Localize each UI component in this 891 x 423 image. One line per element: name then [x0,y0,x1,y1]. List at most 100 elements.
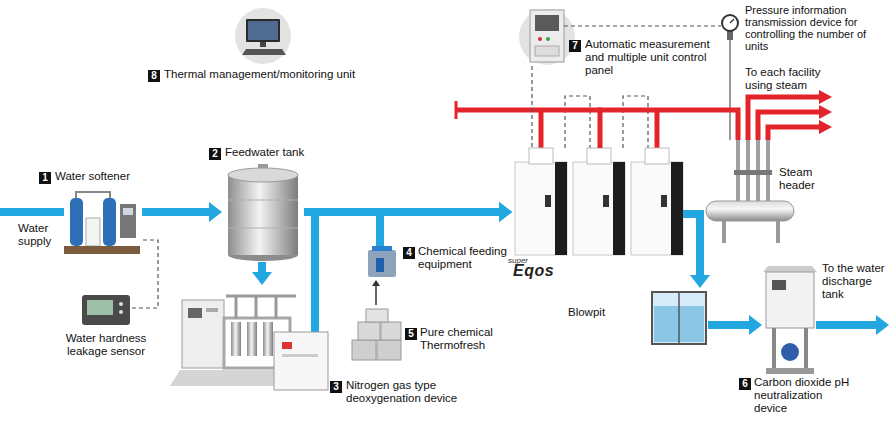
arrow-head [372,280,380,286]
flow-connector [683,214,710,288]
sensor-illustration-part [87,300,113,315]
component-label: Chemical feeding equipment [418,245,510,271]
steam-pipe-part [819,120,832,134]
neutralization-device: 6Carbon dioxide pH neutralization device [762,268,818,374]
feedwater-tank-illustration [228,164,298,261]
steam-header-illustration-part [734,170,772,175]
deoxygenation-illustration-part [263,322,273,356]
monitor-illustration [235,8,291,64]
boiler-illustration-part [529,148,553,164]
arrow-head [252,272,272,285]
callout-number: 3 [330,381,342,393]
flow-connector [142,202,222,222]
steam-pipe-part [455,101,458,119]
chemical-feeder-illustration [368,246,396,277]
connector-line [600,110,738,148]
component-label: Water hardness leakage sensor [58,332,154,358]
deoxygenation-illustration-part [282,342,292,349]
chemical-boxes-illustration-part [377,340,401,360]
boiler-illustration-part [613,162,625,255]
feedwater-tank-illustration-part [228,200,298,201]
feedwater-tank: 2Feedwater tank [222,162,304,262]
control-panel-illustration-part [535,15,559,31]
pressure-gauge-part [730,19,734,23]
callout-number: 5 [405,328,417,340]
pressure-gauge-part [722,15,738,31]
chemical-boxes-illustration-part [352,340,376,360]
feedwater-tank-illustration-part [228,168,298,182]
component-label: Blowpit [568,306,628,319]
component-label: Water softener [55,170,155,183]
callout-number: 1 [39,172,51,184]
water-softener-illustration-part [70,198,83,246]
deoxygenation-illustration-part [247,322,257,356]
flow-connector [372,280,380,305]
neutralization-illustration-part [781,343,799,361]
connector-line [708,321,753,329]
steam-pipe-part [819,105,832,119]
deoxygenation-illustration-part [206,308,218,312]
component-label: Automatic measurement and multiple unit … [585,38,730,77]
water-softener-illustration-part [123,208,133,215]
neutralization-illustration [763,266,817,374]
boiler-illustration-part [515,162,567,255]
steam-header-illustration-part [722,221,726,243]
boiler-illustration-part [661,195,667,207]
arrow-head [749,315,762,335]
steam-pipe-part [758,112,820,140]
deoxygenation-illustration-part [226,296,296,318]
steam-header-illustration-part [776,221,780,243]
deoxygenation-illustration-part [231,322,241,356]
pressure-gauge-part [727,31,733,40]
outlet-label: To each facility using steam [745,66,837,92]
component-label: Nitrogen gas type deoxygenation device [346,379,474,405]
callout-number: 4 [403,247,415,259]
signal-line-part [623,96,648,148]
outlet-label: To the water discharge tank [822,262,888,301]
steam-pipe-part [455,108,602,113]
callout-number: 2 [209,148,221,160]
monitor-illustration-part [246,19,280,42]
control-panel-illustration [519,9,575,65]
flow-connector [132,240,158,308]
chemical-boxes-illustration-part [366,309,388,322]
monitor-illustration-part [248,21,278,40]
control-panel: 7Automatic measurement and multiple unit… [527,8,567,66]
connector-line [375,284,377,305]
monitor-illustration-part [260,42,266,47]
boiler-illustration-part [631,162,683,255]
water-pipe-part [816,321,878,329]
flow-connector [380,202,512,246]
connector-line [531,66,532,148]
monitoring-unit: 8Thermal management/monitoring unit [235,8,291,58]
deoxygenation-illustration-part [188,308,202,318]
arrow-head [690,275,710,288]
control-panel-illustration-part [546,37,550,41]
boiler-illustration [515,148,683,255]
neutralization-illustration-part [763,266,817,272]
inlet-label: Water supply [18,222,68,248]
water-softener-illustration-part [103,198,116,246]
steam-header-illustration-part [706,201,794,221]
sensor-illustration [82,295,130,325]
component-label: Thermal management/monitoring unit [164,68,384,81]
deoxygenation-illustration-part [282,354,318,357]
boiler-illustration-part [555,162,567,255]
neutralization-illustration-part [766,368,814,374]
signal-line-part [564,25,721,26]
hardness-sensor: Water hardness leakage sensor [80,292,132,326]
connector-line [142,208,213,216]
flow-connector [315,202,512,285]
chemical-feeder: 4Chemical feeding equipment [362,246,402,280]
steam-header-illustration [706,140,794,243]
steam-pipe-part [655,110,660,150]
chemical-boxes-illustration-part [358,322,380,340]
control-panel-illustration-part [530,10,564,62]
water-softener-illustration-part [120,204,136,238]
component-label: Pure chemical Thermofresh [420,326,510,352]
control-panel-illustration-part [535,46,559,56]
deoxygenation-illustration-part [182,300,224,368]
connector-line [380,212,503,246]
flow-connector [600,110,738,148]
